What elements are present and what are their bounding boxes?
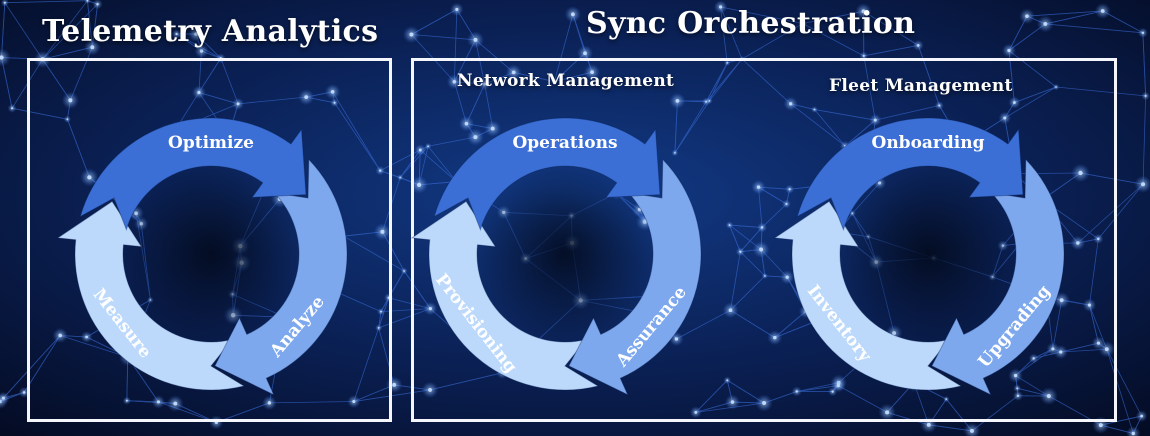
- section-title-sync-orchestration: Sync Orchestration: [586, 6, 916, 41]
- section-title-telemetry-analytics: Telemetry Analytics: [42, 14, 379, 49]
- fleet-management-subtitle: Fleet Management: [829, 76, 1013, 96]
- sync-orchestration-frame: [411, 58, 1117, 422]
- telemetry-analytics-frame: [27, 58, 392, 422]
- network-management-subtitle: Network Management: [457, 71, 675, 91]
